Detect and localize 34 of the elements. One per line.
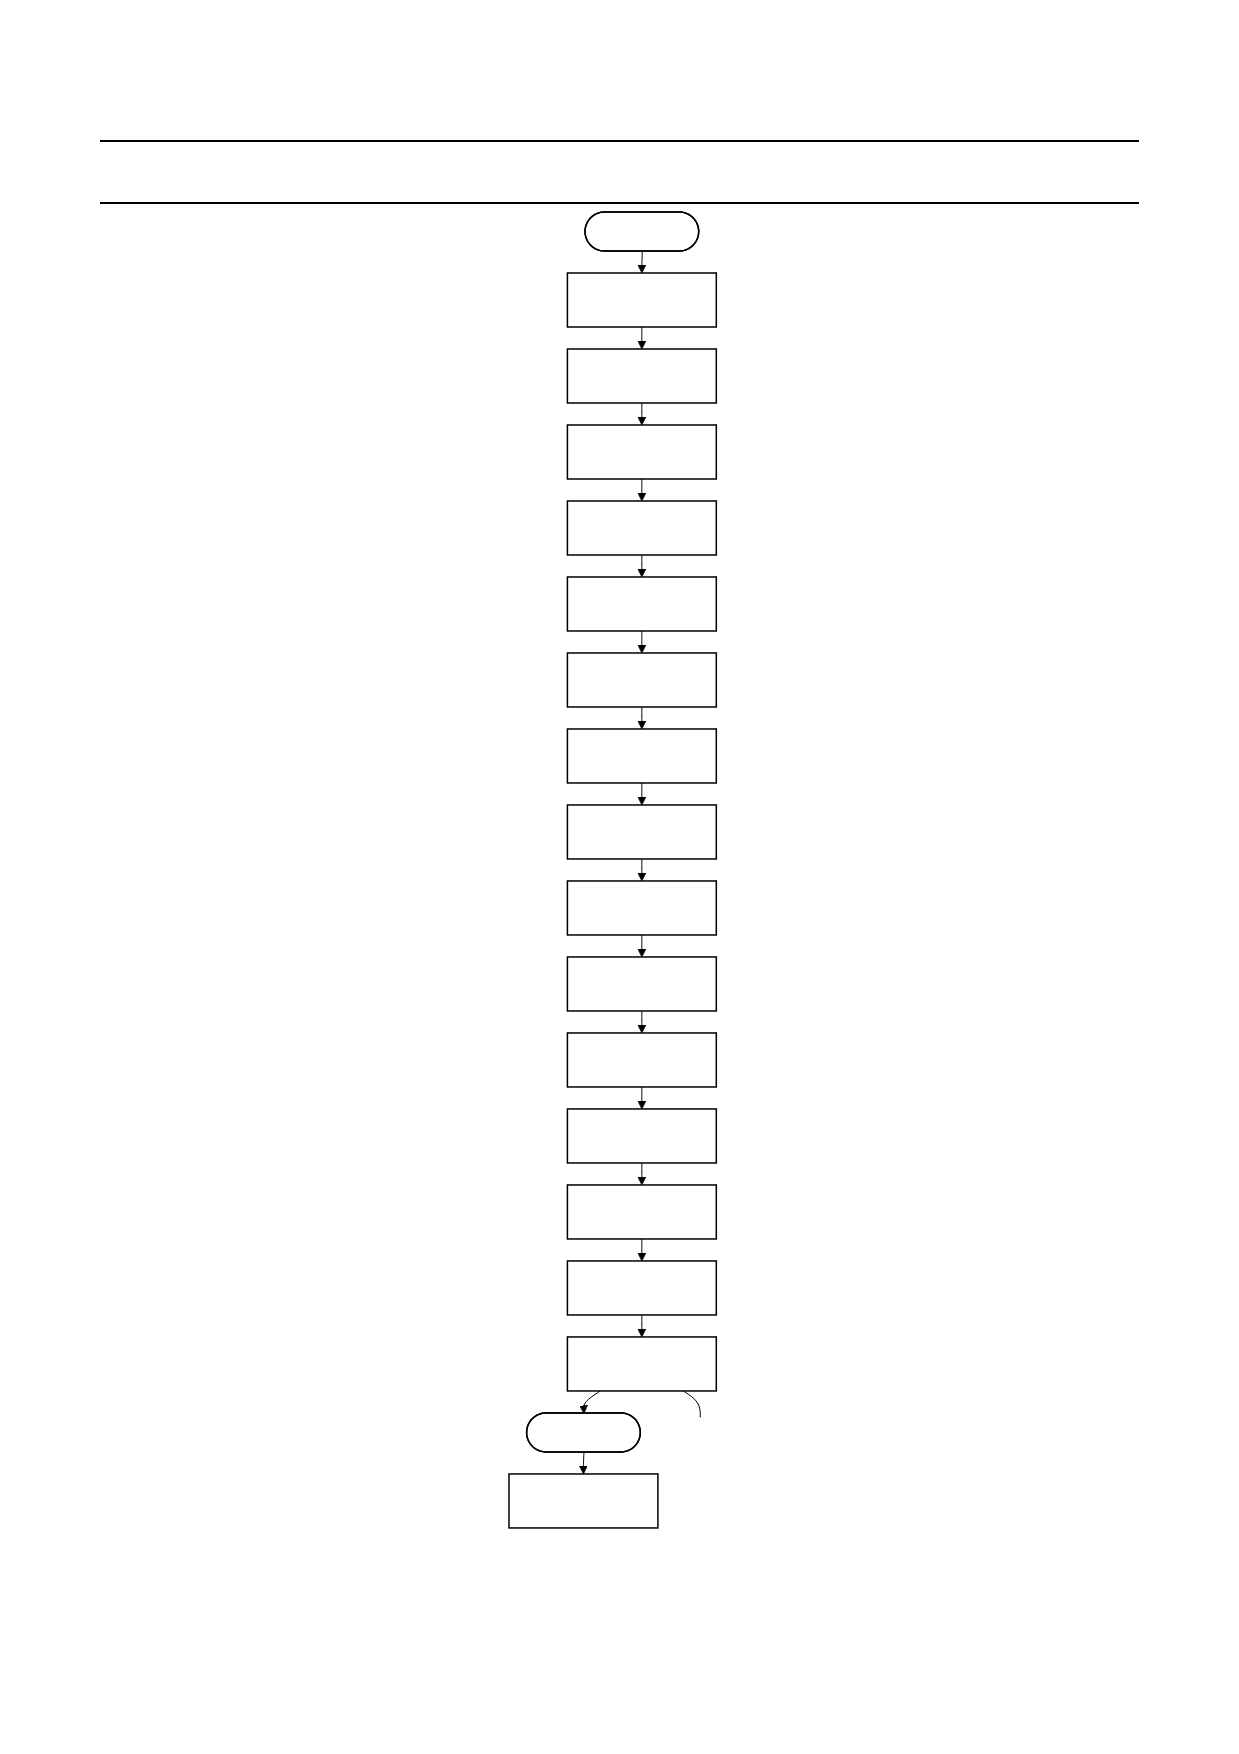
arrow [637, 326, 647, 350]
arrow [637, 251, 647, 274]
node-box [566, 1032, 717, 1088]
node-box [566, 348, 717, 404]
node-box [566, 956, 717, 1012]
arrow [637, 1314, 647, 1338]
node-box [566, 804, 717, 860]
arrow [579, 1390, 601, 1414]
node-box [566, 1336, 717, 1392]
connector [682, 1390, 701, 1418]
arrow [637, 630, 647, 654]
node-box [566, 1260, 717, 1316]
node-box [566, 272, 717, 328]
node-box [566, 728, 717, 784]
node-box [566, 652, 717, 708]
arrow [637, 1162, 647, 1186]
node-box [566, 576, 717, 632]
node-box [566, 424, 717, 480]
arrow [637, 782, 647, 806]
arrow [637, 1238, 647, 1262]
arrow [637, 1010, 647, 1034]
node-box [566, 880, 717, 936]
arrow [637, 478, 647, 502]
node-box [566, 1108, 717, 1164]
arrow [578, 1451, 588, 1475]
arrow [637, 402, 647, 426]
arrow [637, 934, 647, 958]
arrow [637, 554, 647, 578]
arrow [637, 706, 647, 730]
node-box [566, 1184, 717, 1240]
node-box [508, 1473, 659, 1529]
node-box [566, 500, 717, 556]
arrow [637, 858, 647, 882]
arrow [637, 1086, 647, 1110]
